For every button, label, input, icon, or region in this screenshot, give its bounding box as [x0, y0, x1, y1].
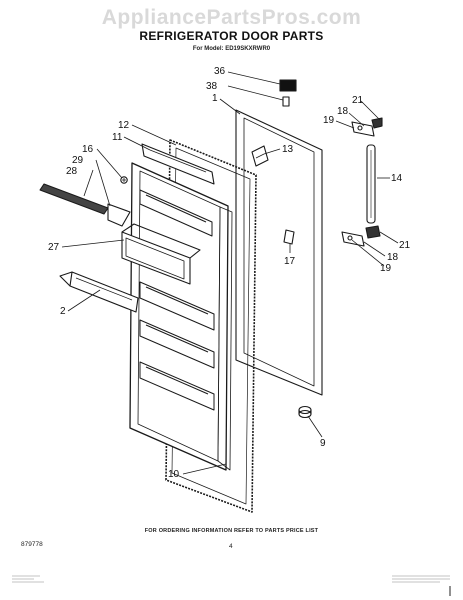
model-line: For Model: ED19SKXRWR0 [192, 46, 271, 52]
callout-17: 17 [284, 256, 296, 267]
part-number: 879778 [21, 541, 43, 548]
callout-13: 13 [282, 144, 294, 155]
callout-12: 12 [118, 120, 130, 131]
dairy-door [141, 143, 215, 185]
hinge-cover-13 [251, 145, 269, 167]
clip-17 [283, 229, 295, 245]
label-plate-36 [279, 79, 297, 92]
door-panel-outer [235, 109, 323, 396]
callout-10: 10 [168, 469, 180, 480]
shelf-bar [59, 271, 139, 313]
footer-fine-print [12, 575, 450, 583]
callout-27: 27 [48, 242, 60, 253]
callout-28: 28 [66, 166, 78, 177]
door-liner [129, 162, 229, 471]
callout-11: 11 [112, 132, 123, 143]
bracket [107, 203, 131, 227]
callout-9: 9 [320, 438, 326, 449]
page-number: 4 [229, 543, 233, 550]
callout-38: 38 [206, 81, 218, 92]
callout-21-upper: 21 [352, 95, 364, 106]
ordering-note: FOR ORDERING INFORMATION REFER TO PARTS … [144, 528, 319, 534]
clip-38 [282, 96, 290, 107]
screw-16 [120, 176, 128, 184]
callout-21-lower: 21 [399, 240, 411, 251]
callout-14: 14 [391, 173, 403, 184]
callout-18-upper: 18 [337, 106, 349, 117]
door-panel-inner [243, 117, 315, 387]
leader-lines [61, 71, 399, 475]
upper-hinge [351, 117, 383, 137]
trim-strip [39, 183, 109, 215]
callout-19-upper: 19 [323, 115, 335, 126]
cap-9 [298, 405, 312, 419]
diagram-title: REFRIGERATOR DOOR PARTS [139, 29, 324, 43]
watermark: AppliancePartsPros.com [101, 6, 362, 29]
callout-29: 29 [72, 155, 84, 166]
callout-36: 36 [214, 66, 226, 77]
callout-2: 2 [60, 306, 66, 317]
callout-19-lower: 19 [380, 263, 392, 274]
callout-1: 1 [212, 93, 218, 104]
callout-labels: 36 38 1 21 18 19 12 11 13 16 29 28 14 27… [48, 66, 411, 480]
callout-18-lower: 18 [387, 252, 399, 263]
dairy-bin [121, 223, 201, 285]
liner-shelves [139, 189, 215, 411]
lower-hinge [341, 225, 381, 247]
callout-16: 16 [82, 144, 94, 155]
